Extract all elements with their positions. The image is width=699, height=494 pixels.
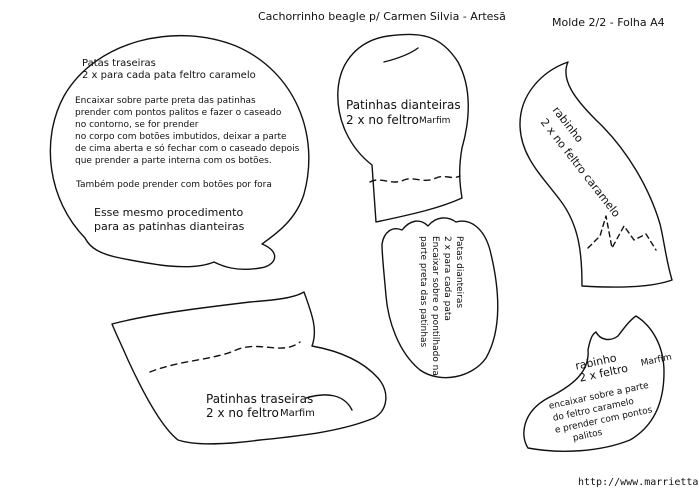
patas-traseiras-title: Patas traseiras <box>82 58 156 69</box>
patinhas-traseiras-qty: 2 x no feltro <box>206 406 279 420</box>
patinhas-traseiras-stitch <box>149 341 301 373</box>
rotated-text-line: 2 x para cada pata <box>442 236 452 321</box>
instruction-line: Encaixar sobre parte preta das patinhas <box>75 96 256 106</box>
patinhas-traseiras-material: Marfim <box>280 408 315 419</box>
rabinho-caramelo-stitch <box>587 215 657 251</box>
instruction-alt: Também pode prender com botões por fora <box>76 180 272 190</box>
patinhas-traseiras-outline <box>111 291 387 445</box>
rotated-text-line: Encaixar sobre o pontilhado na <box>430 236 440 376</box>
patinhas-dianteiras-qty: 2 x no feltro <box>346 113 419 127</box>
patinhas-dianteiras-outline <box>337 33 469 223</box>
source-url[interactable]: http://www.marrietta.ru/ <box>578 477 699 488</box>
instruction-line: no corpo com botões imbutidos, deixar a … <box>75 132 287 142</box>
patinhas-dianteiras-stitch <box>369 175 461 183</box>
rabinho-caramelo-outline <box>519 61 673 288</box>
rotated-text-line: parte preta das patinhas <box>418 236 428 348</box>
instruction-line: no contorno, se for prender <box>75 120 199 130</box>
patas-traseiras-outline <box>49 34 310 271</box>
patinhas-traseiras-title: Patinhas traseiras <box>206 392 314 406</box>
patas-dianteiras-outline <box>381 217 499 379</box>
rabinho-marfim-outline <box>523 315 665 452</box>
patas-traseiras-qty: 2 x para cada pata feltro caramelo <box>82 70 256 81</box>
patinhas-dianteiras-title: Patinhas dianteiras <box>346 98 461 112</box>
instruction-same: para as patinhas dianteiras <box>94 220 245 233</box>
patinhas-dianteiras-material: Marfim <box>419 116 451 126</box>
instruction-same: Esse mesmo procedimento <box>94 206 244 219</box>
instruction-line: de cima aberta e só fechar com o caseado… <box>75 144 300 154</box>
instruction-line: prender com pontos palitos e fazer o cas… <box>75 108 282 118</box>
patinhas-traseiras-inner-line <box>305 394 353 411</box>
patinhas-dianteiras-toe-line <box>383 47 419 63</box>
sheet-label: Molde 2/2 - Folha A4 <box>552 16 665 29</box>
rotated-text-line: Patas dianteiras <box>454 236 464 309</box>
instruction-line: que prender a parte interna com os botõe… <box>75 156 272 166</box>
sheet-title: Cachorrinho beagle p/ Carmen Silvia - Ar… <box>258 10 506 23</box>
